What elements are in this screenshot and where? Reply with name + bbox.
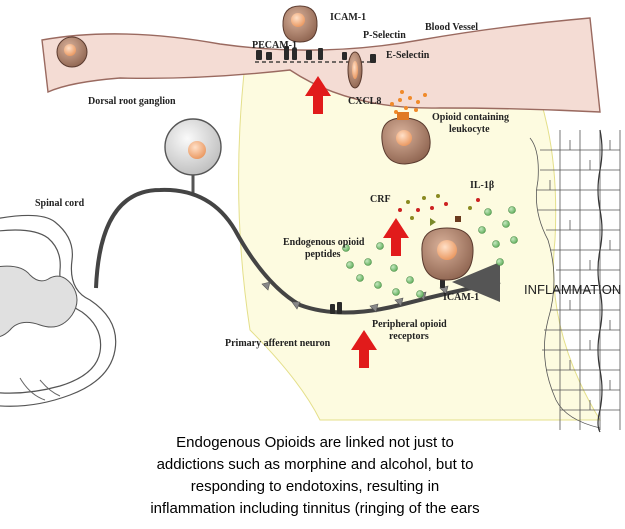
spinal-cord	[0, 214, 117, 407]
caption-line: responding to endotoxins, resulting in	[190, 478, 440, 495]
label-spinal-cord: Spinal cord	[35, 198, 85, 209]
primary-afferent-axon	[94, 187, 501, 315]
label-primary-afferent: Primary afferent neuron	[225, 338, 331, 349]
label-cxcl8: CXCL8	[348, 96, 381, 107]
adhesion-molecules	[256, 46, 376, 63]
label-inflammation: INFLAMMATION	[524, 282, 621, 297]
label-crf: CRF	[370, 194, 391, 205]
leukocyte-vessel-left	[56, 36, 88, 68]
label-peripheral-1: Peripheral opioid	[372, 319, 447, 330]
red-arrow-up-receptors	[351, 330, 377, 368]
caption: Endogenous Opioids are linked not just t…	[60, 432, 570, 520]
red-arrow-up-peptides	[383, 218, 409, 256]
caption-line: addictions such as morphine and alcohol,…	[156, 456, 474, 473]
spinal-grey-matter	[0, 265, 78, 338]
label-icam-bottom-text: ICAM-1	[443, 292, 479, 303]
label-pecam: PECAM-1	[252, 40, 297, 51]
crf-dots	[398, 194, 480, 220]
central-leukocyte	[421, 216, 474, 281]
endogenous-peptide-spheres	[342, 206, 518, 298]
drg-cell-body	[164, 118, 222, 195]
red-arrow-up-vessel	[305, 76, 331, 114]
label-il1b: IL-1β	[470, 180, 494, 191]
spinal-root	[19, 377, 61, 401]
leukocyte-vessel-rolling	[282, 5, 318, 43]
label-endogenous-2: peptides	[305, 249, 341, 260]
basement-membrane	[597, 129, 603, 433]
label-endogenous-1: Endogenous opioid	[283, 237, 365, 248]
label-opioid-leukocyte-1: Opioid containing	[432, 112, 509, 123]
leukocyte-transmigrating	[347, 51, 363, 89]
label-icam-top: ICAM-1	[330, 12, 366, 23]
label-blood-vessel: Blood Vessel	[425, 22, 478, 33]
label-e-selectin: E-Selectin	[386, 50, 430, 61]
caption-line: Endogenous Opioids are linked not just t…	[176, 434, 454, 451]
label-peripheral-2: receptors	[389, 331, 429, 342]
label-p-selectin: P-Selectin	[363, 30, 406, 41]
opioid-leukocyte	[381, 112, 431, 165]
epithelial-tissue	[529, 130, 621, 430]
receptor-blocks	[330, 278, 445, 314]
label-drg: Dorsal root ganglion	[88, 96, 176, 107]
cxcl8-dots	[390, 90, 427, 114]
label-opioid-leukocyte-2: leukocyte	[449, 124, 490, 135]
caption-line: inflammation including tinnitus (ringing…	[150, 500, 480, 517]
blood-vessel	[41, 17, 601, 113]
axon-terminal	[452, 262, 500, 302]
